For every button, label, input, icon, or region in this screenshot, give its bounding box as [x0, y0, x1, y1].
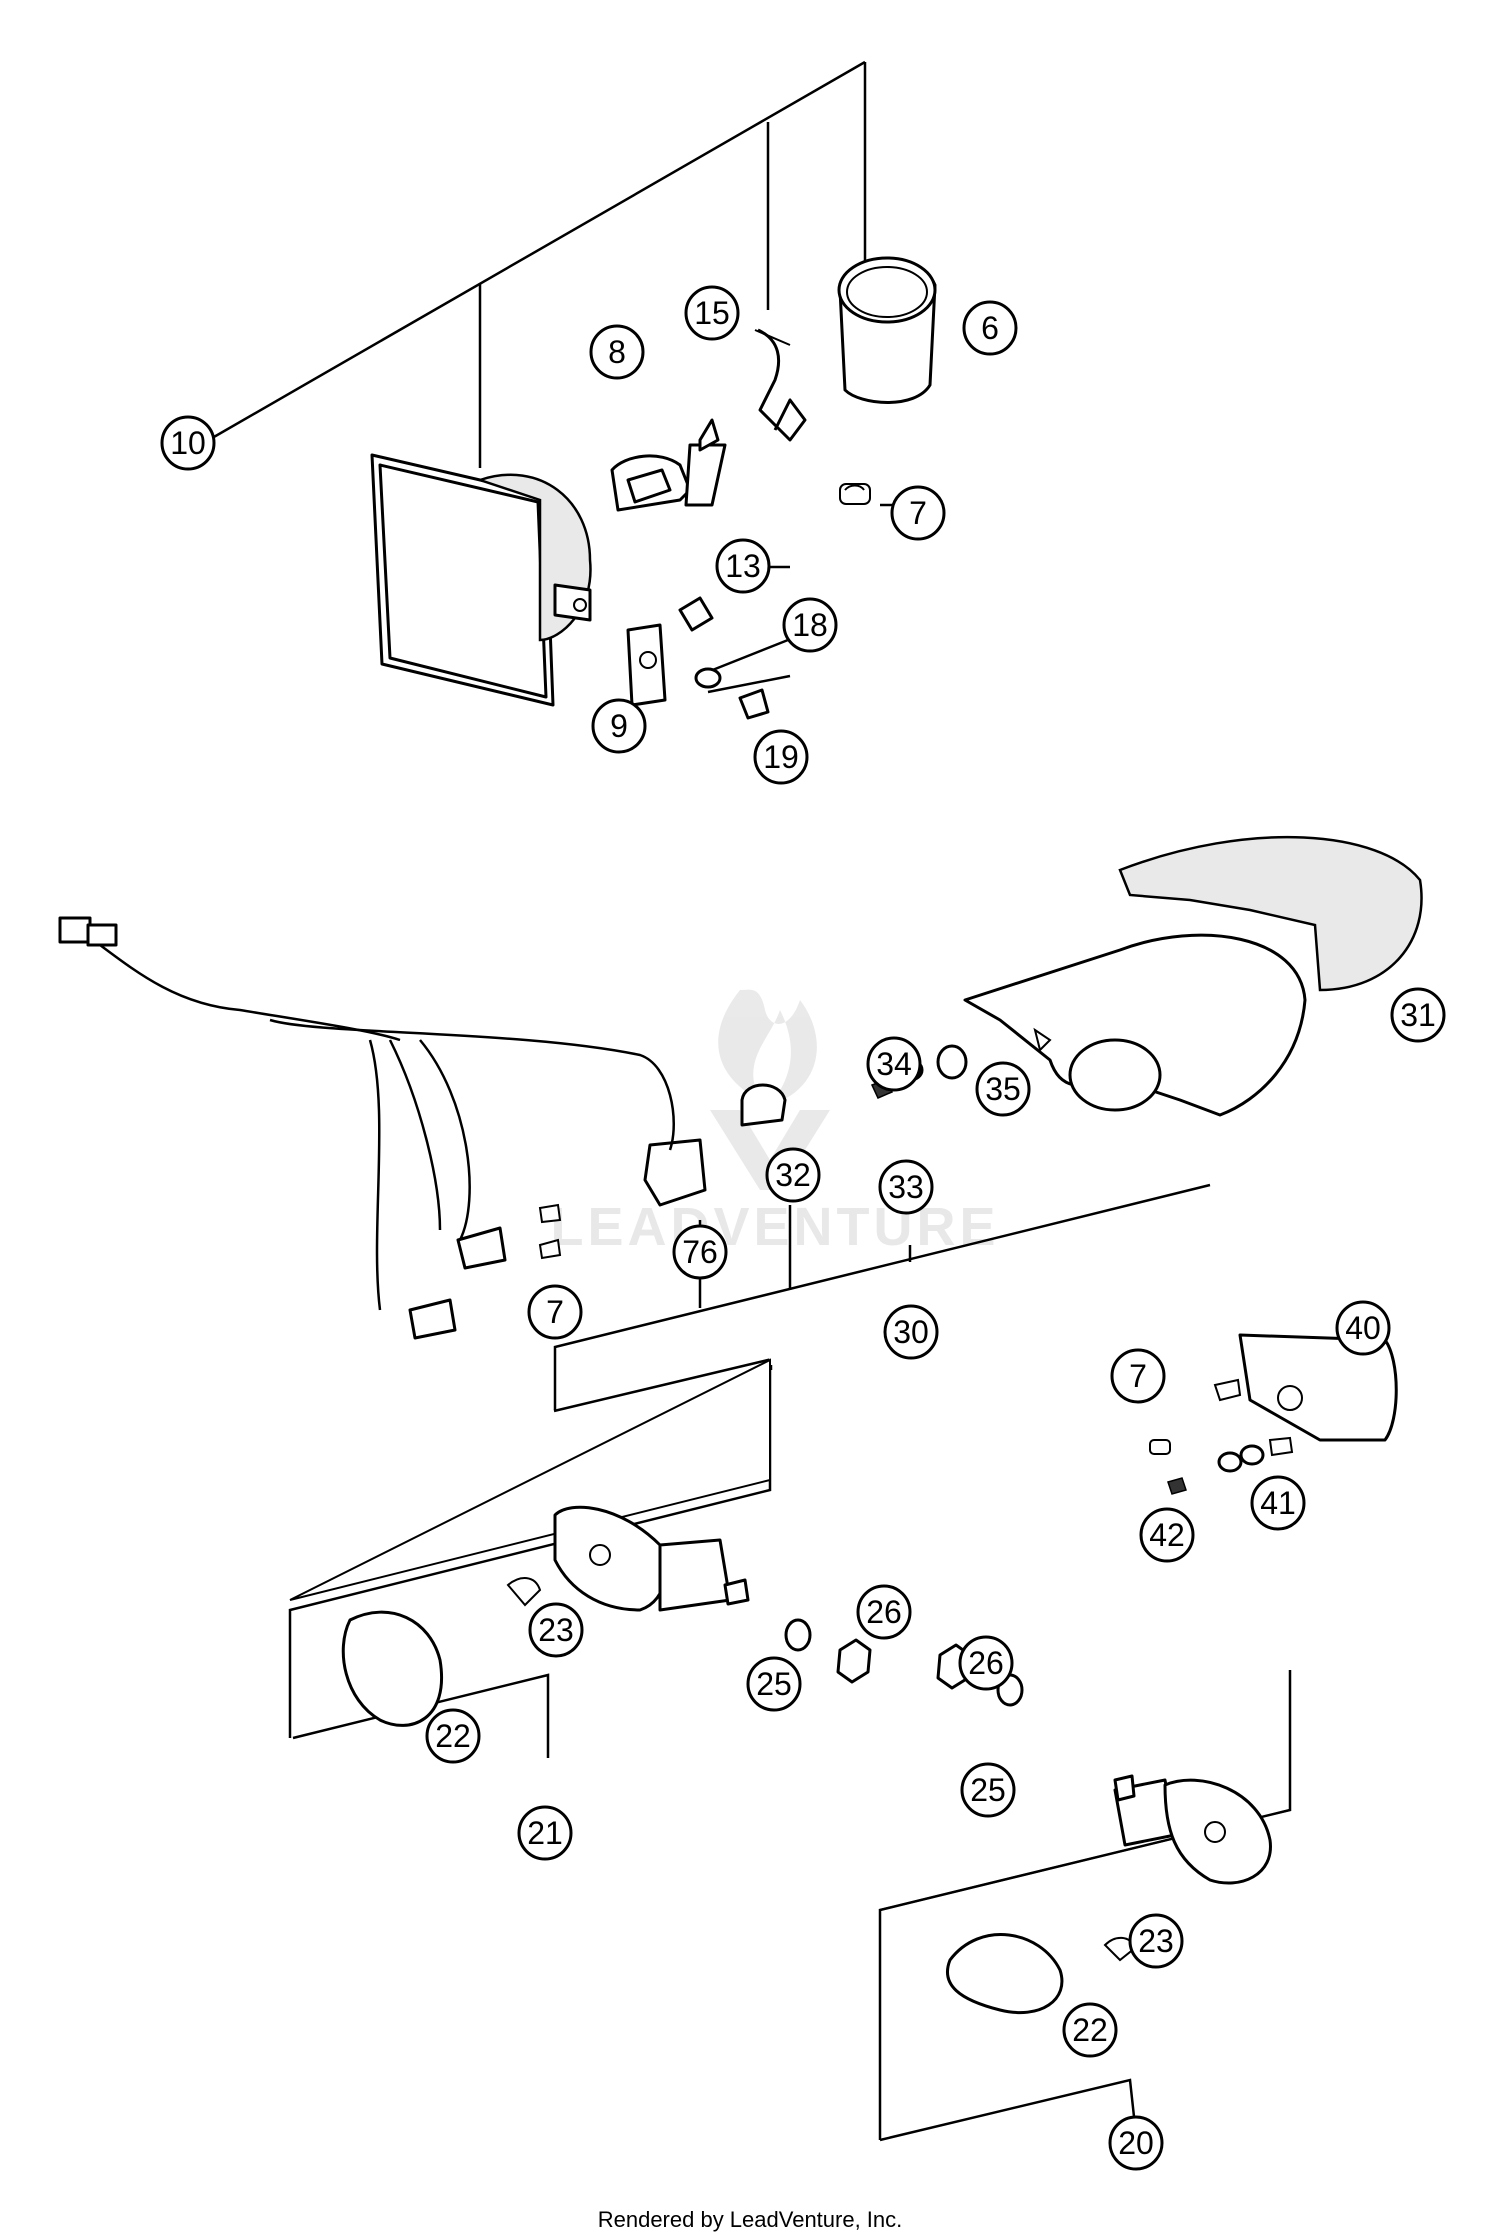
- bulb-ring: [837, 256, 937, 404]
- callout[interactable]: 30: [883, 1304, 939, 1360]
- callout[interactable]: 22: [1062, 2002, 1118, 2058]
- callout-label: 31: [1400, 997, 1436, 1033]
- callout[interactable]: 32: [765, 1147, 821, 1203]
- callout-label: 23: [538, 1612, 574, 1648]
- callout[interactable]: 7: [890, 485, 946, 541]
- callout-label: 22: [435, 1718, 471, 1754]
- callout[interactable]: 22: [425, 1708, 481, 1764]
- mounting-hardware: [626, 596, 770, 720]
- callout-label: 19: [763, 739, 799, 775]
- headlight-assembly: [370, 453, 592, 707]
- callout-label: 30: [893, 1314, 929, 1350]
- callout[interactable]: 26: [958, 1635, 1014, 1691]
- callout-label: 21: [527, 1815, 563, 1851]
- callout-label: 26: [866, 1594, 902, 1630]
- footer-credit: Rendered by LeadVenture, Inc.: [597, 2207, 903, 2232]
- leadventure-watermark: LEADVENTURE: [550, 989, 999, 1257]
- bulb-socket: [643, 1138, 707, 1207]
- callout-label: 10: [170, 425, 206, 461]
- callout-label: 23: [1138, 1923, 1174, 1959]
- callout-label: 13: [725, 548, 761, 584]
- callout[interactable]: 34: [866, 1036, 922, 1092]
- callout-label: 76: [682, 1234, 718, 1270]
- watermark-text: LEADVENTURE: [550, 1197, 999, 1257]
- callout-label: 15: [694, 295, 730, 331]
- callout[interactable]: 35: [975, 1061, 1031, 1117]
- callout[interactable]: 25: [960, 1762, 1016, 1818]
- callout-label: 33: [888, 1169, 924, 1205]
- callout-label: 25: [970, 1772, 1006, 1808]
- callout[interactable]: 76: [672, 1224, 728, 1280]
- callout-label: 9: [610, 708, 628, 744]
- callout[interactable]: 7: [1110, 1348, 1166, 1404]
- turn-indicator-left: [341, 1505, 750, 1727]
- callout-label: 20: [1118, 2125, 1154, 2161]
- callout-label: 7: [546, 1294, 564, 1330]
- wiring-harness: [58, 916, 675, 1340]
- callout[interactable]: 26: [856, 1584, 912, 1640]
- callout[interactable]: 31: [1390, 987, 1446, 1043]
- callout[interactable]: 21: [517, 1805, 573, 1861]
- callout[interactable]: 18: [782, 597, 838, 653]
- callout[interactable]: 10: [160, 415, 216, 471]
- callout-label: 7: [1129, 1358, 1147, 1394]
- callout[interactable]: 9: [591, 698, 647, 754]
- callout[interactable]: 23: [1128, 1913, 1184, 1969]
- callout[interactable]: 42: [1139, 1507, 1195, 1563]
- headlight-bulb: [610, 418, 727, 512]
- callout-label: 18: [792, 607, 828, 643]
- callout[interactable]: 13: [715, 538, 771, 594]
- callout[interactable]: 23: [528, 1602, 584, 1658]
- callout-label: 6: [981, 310, 999, 346]
- tail-bulb: [740, 1083, 787, 1127]
- callout-label: 32: [775, 1157, 811, 1193]
- retaining-clip: [754, 328, 807, 442]
- callout-label: 25: [756, 1666, 792, 1702]
- callout-label: 42: [1149, 1517, 1185, 1553]
- callout-label: 34: [876, 1046, 912, 1082]
- callout[interactable]: 25: [746, 1656, 802, 1712]
- turn-indicator-right: [946, 1774, 1272, 2015]
- callout[interactable]: 8: [589, 324, 645, 380]
- callout[interactable]: 6: [962, 300, 1018, 356]
- callout-label: 7: [909, 495, 927, 531]
- turn-indicator-left-box: [289, 1358, 771, 1601]
- callout-label: 35: [985, 1071, 1021, 1107]
- parking-bulb: [839, 483, 871, 505]
- callout[interactable]: 40: [1335, 1300, 1391, 1356]
- callout[interactable]: 19: [753, 729, 809, 785]
- callout[interactable]: 33: [878, 1159, 934, 1215]
- license-light: [1149, 1333, 1398, 1495]
- callout[interactable]: 41: [1250, 1475, 1306, 1531]
- callout-label: 8: [608, 334, 626, 370]
- callout-label: 41: [1260, 1485, 1296, 1521]
- callout[interactable]: 20: [1108, 2115, 1164, 2171]
- callout-label: 26: [968, 1645, 1004, 1681]
- callout[interactable]: 15: [684, 285, 740, 341]
- callout-label: 40: [1345, 1310, 1381, 1346]
- callout-label: 22: [1072, 2012, 1108, 2048]
- rear-fender-assembly: [963, 835, 1423, 1117]
- callout[interactable]: 7: [527, 1284, 583, 1340]
